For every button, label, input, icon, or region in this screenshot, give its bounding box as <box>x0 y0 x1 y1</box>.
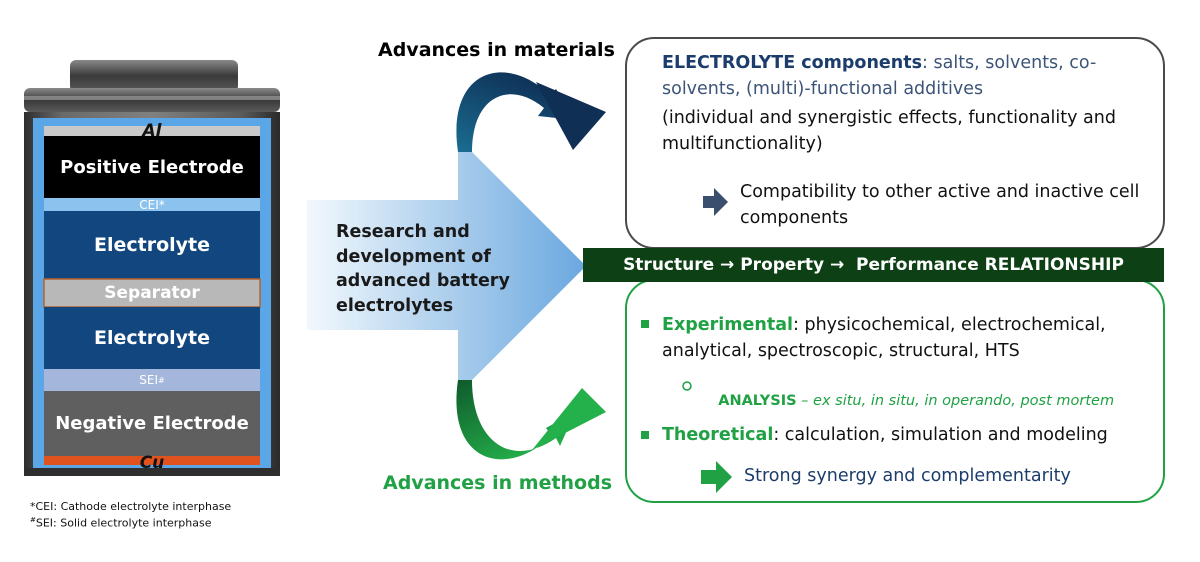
sei-footnote-text: SEI: Solid electrolyte interphase <box>35 516 212 530</box>
al-collector-label: Al <box>142 121 162 141</box>
battery-terminal <box>24 60 280 112</box>
sei-text: SEI <box>139 373 159 387</box>
materials-curved-arrow <box>456 72 606 152</box>
relationship-banner <box>583 248 1164 282</box>
arrow-right-green-icon <box>701 461 732 493</box>
sei-mark: # <box>158 375 165 385</box>
electrolyte-top-label: Electrolyte <box>93 234 210 256</box>
separator-label: Separator <box>104 283 200 303</box>
synergy-text: Strong synergy and complementarity <box>744 466 1071 486</box>
research-arrow-label: Research and development of advanced bat… <box>336 222 510 316</box>
cei-label: CEI* <box>139 197 165 212</box>
electrolyte-bottom-label: Electrolyte <box>93 327 210 349</box>
sei-footnote-mark: # <box>30 516 36 524</box>
arrow-right-navy-icon <box>703 188 728 216</box>
theoretical-label: Theoretical <box>662 425 774 445</box>
square-bullet-icon <box>641 320 649 328</box>
sei-footnote: #SEI: Solid electrolyte interphase <box>30 516 212 530</box>
advances-in-materials-label: Advances in materials <box>378 39 615 61</box>
electrolyte-effects-text: (individual and synergistic effects, fun… <box>662 108 1116 154</box>
electrolyte-components-text: ELECTROLYTE components: salts, solvents,… <box>662 51 1132 102</box>
square-bullet-icon <box>641 431 649 439</box>
experimental-text: Experimental: physicochemical, electroch… <box>662 313 1142 364</box>
electrolyte-components-heading: ELECTROLYTE components <box>662 53 923 73</box>
negative-electrode-label: Negative Electrode <box>55 413 249 434</box>
electrolyte-components-rest: : salts, solvents, co-solvents, (multi)-… <box>662 53 1097 99</box>
theoretical-rest: : calculation, simulation and modeling <box>773 425 1108 445</box>
advances-in-methods-label: Advances in methods <box>383 472 613 494</box>
experimental-label: Experimental <box>662 315 794 335</box>
analysis-label: ANALYSIS <box>718 393 797 409</box>
research-arrow <box>307 138 586 394</box>
theoretical-text: Theoretical: calculation, simulation and… <box>662 423 1152 449</box>
circle-bullet-icon <box>682 381 692 391</box>
analysis-rest: – ex situ, in situ, in operando, post mo… <box>796 393 1115 409</box>
sei-label: SEI# <box>44 369 260 391</box>
methods-curved-arrow <box>456 380 606 460</box>
relationship-banner-text: Structure → Property → Performance RELAT… <box>623 255 1124 275</box>
experimental-rest: : physicochemical, electrochemical, anal… <box>662 315 1106 361</box>
positive-electrode-label: Positive Electrode <box>60 156 244 178</box>
analysis-text: ANALYSIS – ex situ, in situ, in operando… <box>709 377 1159 409</box>
cei-footnote: *CEI: Cathode electrolyte interphase <box>30 500 232 513</box>
compatibility-text: Compatibility to other active and inacti… <box>740 182 1140 228</box>
cu-collector-label: Cu <box>139 453 165 473</box>
